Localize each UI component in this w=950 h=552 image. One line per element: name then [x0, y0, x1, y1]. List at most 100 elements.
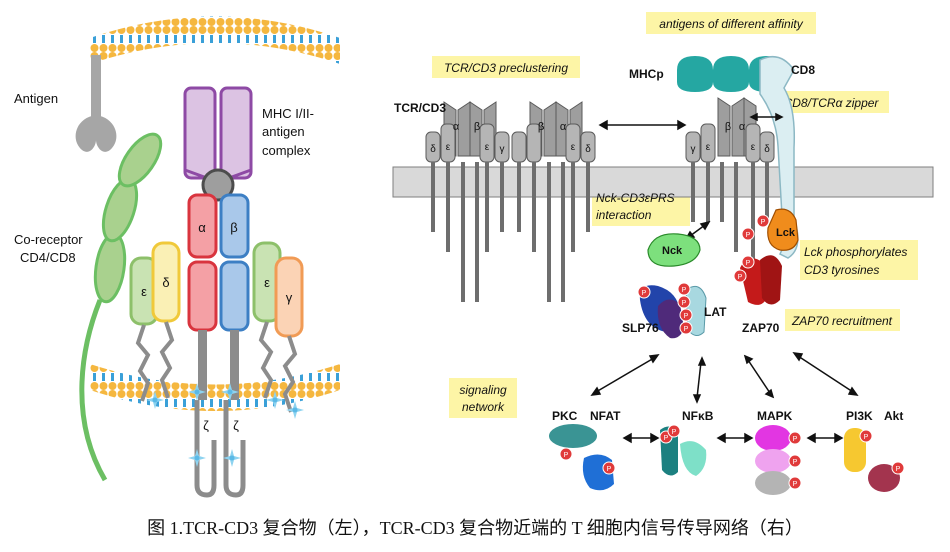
highlight-box: [432, 56, 580, 78]
phospho-label: P: [664, 435, 669, 442]
subunit-delta: δ: [430, 144, 436, 155]
signaling-label-1: signaling: [459, 383, 507, 397]
mapk-protein-1: [755, 425, 791, 451]
subunit-epsilon: ε: [751, 142, 756, 153]
cd8-zipper-label: CD8/TCRα zipper: [784, 96, 880, 110]
phospho-site: P: [788, 476, 802, 490]
right-panel: antigens of different affinity TCR/CD3 p…: [392, 12, 934, 495]
signaling-label-2: network: [462, 400, 505, 414]
figure-caption: 图 1.TCR-CD3 复合物（左），TCR-CD3 复合物近端的 T 细胞内信…: [147, 518, 803, 538]
lck-protein: [767, 208, 799, 251]
phospho-site: P: [788, 454, 802, 468]
phospho-label: P: [564, 452, 569, 459]
phospho-site: P: [859, 429, 873, 443]
nfat-label: NFAT: [590, 409, 621, 423]
phospho-label: P: [793, 459, 798, 466]
coreceptor-icon: [79, 132, 163, 482]
top-membrane: [90, 16, 340, 64]
pi3k-label: PI3K: [846, 409, 873, 423]
nck-interaction-label-1: Nck-CD3εPRS: [596, 191, 675, 205]
antigen-icon: [75, 55, 117, 152]
antigens-affinity-label: antigens of different affinity: [659, 17, 803, 31]
subunit-gamma: γ: [691, 144, 696, 155]
antigen-label: Antigen: [14, 91, 58, 106]
subunit-epsilon: ε: [446, 142, 451, 153]
zeta-chains: [146, 383, 304, 498]
subunit-beta: β: [725, 121, 731, 133]
lck-phos-label-2: CD3 tyrosines: [804, 263, 879, 277]
tcr-beta-label: β: [230, 220, 237, 235]
lat-label: LAT: [704, 305, 727, 319]
bottom-membrane: [90, 364, 340, 411]
lat-slp76: [639, 285, 707, 339]
phospho-label: P: [684, 326, 689, 333]
epsilon-right-label: ε: [264, 275, 270, 290]
mapk-protein-2: [755, 449, 791, 473]
signaling-arrows: [590, 352, 859, 444]
tcr-cd3-cluster-2: [511, 101, 596, 302]
phospho-label: P: [682, 300, 687, 307]
left-panel: Antigen Co-receptor CD4/CD8 MHC I/II- an…: [14, 16, 340, 498]
coreceptor-label-2: CD4/CD8: [20, 250, 76, 265]
phospho-label: P: [896, 466, 901, 473]
nck-interaction-label-2: interaction: [596, 208, 652, 222]
phospho-sites: P P P P P P P P P: [637, 214, 770, 335]
phospho-label: P: [738, 274, 743, 281]
highlight-box: [646, 12, 816, 34]
subunit-beta: β: [538, 121, 544, 133]
cd8-coreceptor: [759, 55, 799, 259]
pkc-protein: [549, 424, 597, 448]
phospho-site: P: [788, 431, 802, 445]
zap70-protein: [740, 255, 782, 305]
subunit-alpha: α: [739, 121, 746, 133]
phospho-site: P: [559, 447, 573, 461]
phospho-label: P: [746, 260, 751, 267]
cd8-label: CD8: [791, 63, 815, 77]
coreceptor-label-1: Co-receptor: [14, 232, 83, 247]
phospho-label: P: [864, 434, 869, 441]
tcr-alpha-label: α: [198, 220, 206, 235]
nck-protein: [647, 233, 701, 267]
pkc-label: PKC: [552, 409, 578, 423]
subunit-epsilon: ε: [485, 142, 490, 153]
plasma-membrane: [392, 166, 934, 198]
slp76-label: SLP76: [622, 321, 659, 335]
highlight-box: [785, 309, 900, 331]
mhc-label-3: complex: [262, 143, 311, 158]
phospho-site: P: [891, 461, 905, 475]
mhc-label-2: antigen: [262, 124, 305, 139]
phospho-label: P: [684, 313, 689, 320]
phospho-site: P: [602, 461, 616, 475]
zap70-recruit-label: ZAP70 recruitment: [791, 314, 893, 328]
phospho-label: P: [793, 436, 798, 443]
subunit-gamma: γ: [500, 144, 505, 155]
lck-phos-label-1: Lck phosphorylates: [804, 245, 907, 259]
mhc-label-1: MHC I/II-: [262, 106, 314, 121]
mhc-complex: [183, 86, 253, 202]
epsilon-left-label: ε: [141, 284, 147, 299]
nfkb-label: NFκB: [682, 409, 714, 423]
subunit-epsilon: ε: [571, 142, 576, 153]
tcr-cd3-engaged: [685, 97, 775, 262]
tcr-cd3-label: TCR/CD3: [394, 101, 446, 115]
nfkb-partner: [680, 441, 707, 476]
nck-label: Nck: [662, 245, 683, 257]
akt-label: Akt: [884, 409, 903, 423]
tcr-cd3-cluster-1: [425, 101, 510, 302]
phospho-label: P: [682, 287, 687, 294]
arrows: [598, 112, 784, 241]
phospho-site: P: [667, 424, 681, 438]
subunit-alpha: α: [560, 121, 567, 133]
highlight-box: [800, 240, 918, 280]
phospho-label: P: [642, 290, 647, 297]
tcr-alpha-beta: [187, 193, 250, 400]
phospho-label: P: [746, 232, 751, 239]
cd3-epsilon-delta: [129, 241, 181, 402]
tcr-preclustering-label: TCR/CD3 preclustering: [444, 61, 568, 75]
mhcp-label: MHCp: [629, 67, 664, 81]
subunit-alpha: α: [453, 121, 460, 133]
phospho-label: P: [761, 219, 766, 226]
highlight-box: [773, 91, 889, 113]
zap70-label: ZAP70: [742, 321, 780, 335]
mapk-protein-3: [755, 471, 791, 495]
